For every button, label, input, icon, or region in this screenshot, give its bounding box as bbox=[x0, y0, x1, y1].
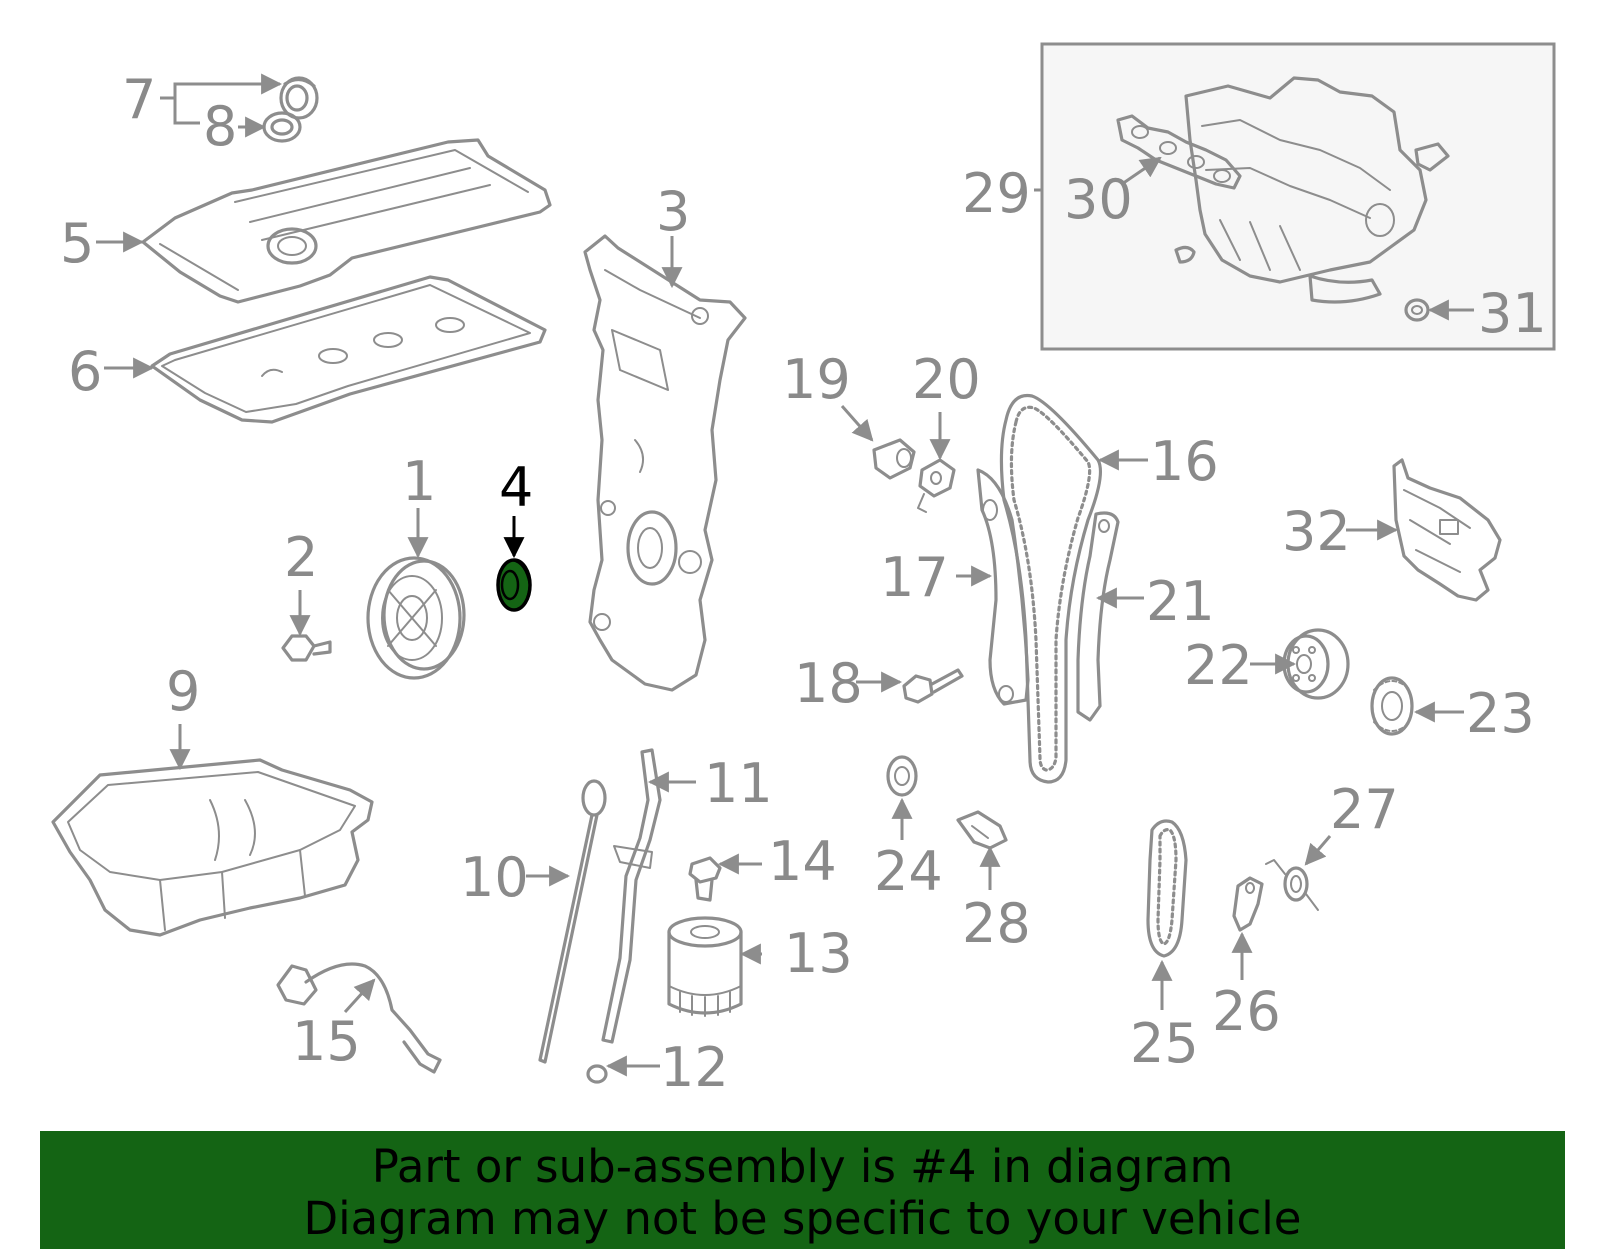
label-11: 11 bbox=[704, 752, 773, 815]
valve-cover-gasket bbox=[150, 275, 547, 424]
camshaft-housing bbox=[1392, 458, 1502, 602]
pulley-bolt bbox=[281, 634, 332, 662]
label-8: 8 bbox=[203, 95, 237, 158]
timing-chain-cover bbox=[583, 234, 747, 692]
timing-chain bbox=[999, 393, 1102, 784]
tensioner-spring bbox=[1265, 859, 1319, 911]
label-16: 16 bbox=[1150, 430, 1219, 493]
label-24: 24 bbox=[874, 840, 943, 903]
dipstick-tube bbox=[601, 748, 662, 1044]
label-7: 7 bbox=[122, 68, 156, 131]
oil-pan bbox=[51, 758, 374, 937]
label-2: 2 bbox=[284, 526, 318, 589]
info-banner: Part or sub-assembly is #4 in diagram Di… bbox=[40, 1131, 1565, 1249]
oil-dipstick bbox=[538, 779, 607, 1064]
label-13: 13 bbox=[784, 922, 853, 985]
camshaft-sprocket bbox=[1370, 676, 1414, 736]
label-29: 29 bbox=[962, 162, 1031, 225]
oil-drain-plug bbox=[688, 856, 722, 902]
label-25: 25 bbox=[1130, 1012, 1199, 1075]
label-19: 19 bbox=[782, 348, 851, 411]
label-32: 32 bbox=[1282, 500, 1351, 563]
banner-line-part-number: Part or sub-assembly is #4 in diagram bbox=[371, 1140, 1234, 1193]
oil-pump-chain-guide bbox=[956, 810, 1008, 850]
label-21: 21 bbox=[1146, 570, 1215, 633]
crankshaft-pulley bbox=[366, 556, 466, 680]
label-1: 1 bbox=[402, 450, 436, 513]
label-14: 14 bbox=[768, 830, 837, 893]
label-15: 15 bbox=[292, 1010, 361, 1073]
tensioner-gasket bbox=[917, 458, 956, 513]
label-6: 6 bbox=[68, 340, 102, 403]
chain-vibration-damper bbox=[1076, 511, 1120, 722]
oil-filter bbox=[667, 916, 743, 1017]
crankshaft-sprocket bbox=[886, 755, 918, 797]
label-23: 23 bbox=[1466, 682, 1535, 745]
oil-pump-drive-chain bbox=[1146, 819, 1188, 958]
label-18: 18 bbox=[794, 652, 863, 715]
crankshaft-front-seal-highlighted bbox=[496, 558, 532, 612]
label-30: 30 bbox=[1064, 168, 1133, 231]
oil-level-sensor bbox=[276, 962, 442, 1074]
label-31: 31 bbox=[1478, 282, 1547, 345]
leader-lines bbox=[96, 73, 1474, 1077]
oil-filler-cap bbox=[279, 76, 319, 120]
label-22: 22 bbox=[1184, 634, 1253, 697]
label-20: 20 bbox=[912, 348, 981, 411]
label-4-highlighted: 4 bbox=[499, 456, 533, 519]
label-10: 10 bbox=[460, 846, 529, 909]
tensioner-slipper-guide bbox=[976, 468, 1030, 706]
label-12: 12 bbox=[660, 1036, 729, 1099]
label-27: 27 bbox=[1330, 778, 1399, 841]
callout-labels: 7 8 5 6 3 1 2 4 9 10 11 12 13 14 15 16 1… bbox=[60, 68, 1547, 1099]
intake-manifold-gasket bbox=[1116, 114, 1242, 190]
label-28: 28 bbox=[962, 892, 1031, 955]
guide-bolt bbox=[902, 668, 964, 704]
valve-cover bbox=[141, 138, 552, 304]
label-17: 17 bbox=[880, 546, 949, 609]
oil-pump-chain-tensioner bbox=[1232, 876, 1264, 932]
intake-manifold-inset-box bbox=[1040, 42, 1556, 351]
label-3: 3 bbox=[656, 180, 690, 243]
dipstick-tube-o-ring bbox=[586, 1064, 608, 1084]
chain-tensioner bbox=[872, 438, 916, 480]
label-26: 26 bbox=[1212, 980, 1281, 1043]
filler-cap-gasket bbox=[262, 111, 302, 143]
label-5: 5 bbox=[60, 212, 94, 275]
banner-line-disclaimer: Diagram may not be specific to your vehi… bbox=[303, 1192, 1302, 1245]
label-9: 9 bbox=[166, 660, 200, 723]
engine-parts-diagram: 7 8 5 6 3 1 2 4 9 10 11 12 13 14 15 16 1… bbox=[51, 42, 1556, 1099]
